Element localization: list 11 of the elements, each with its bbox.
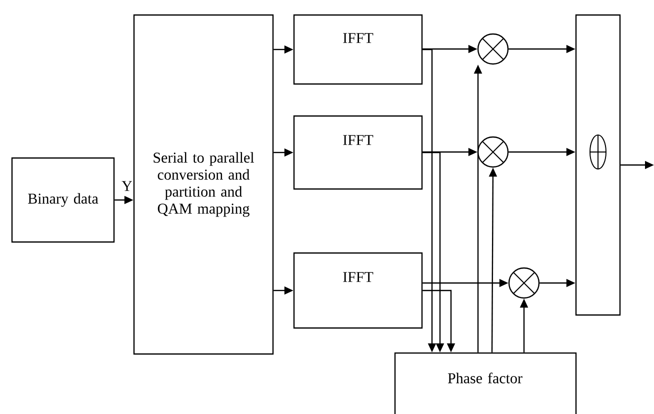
summer-box <box>575 14 621 316</box>
process-box: Serial to parallel conversion and partition and QAM mapping <box>133 14 274 355</box>
process-box: IFFT <box>293 115 423 190</box>
multiplier-circle <box>477 136 509 168</box>
process-box: Phase factor <box>394 352 577 414</box>
process-box: IFFT <box>293 252 423 329</box>
multiplier-circle <box>477 33 509 65</box>
process-box: Binary data <box>11 157 115 243</box>
edge-label: Y <box>121 180 133 192</box>
process-box: IFFT <box>293 14 423 85</box>
multiplier-circle <box>508 267 540 299</box>
